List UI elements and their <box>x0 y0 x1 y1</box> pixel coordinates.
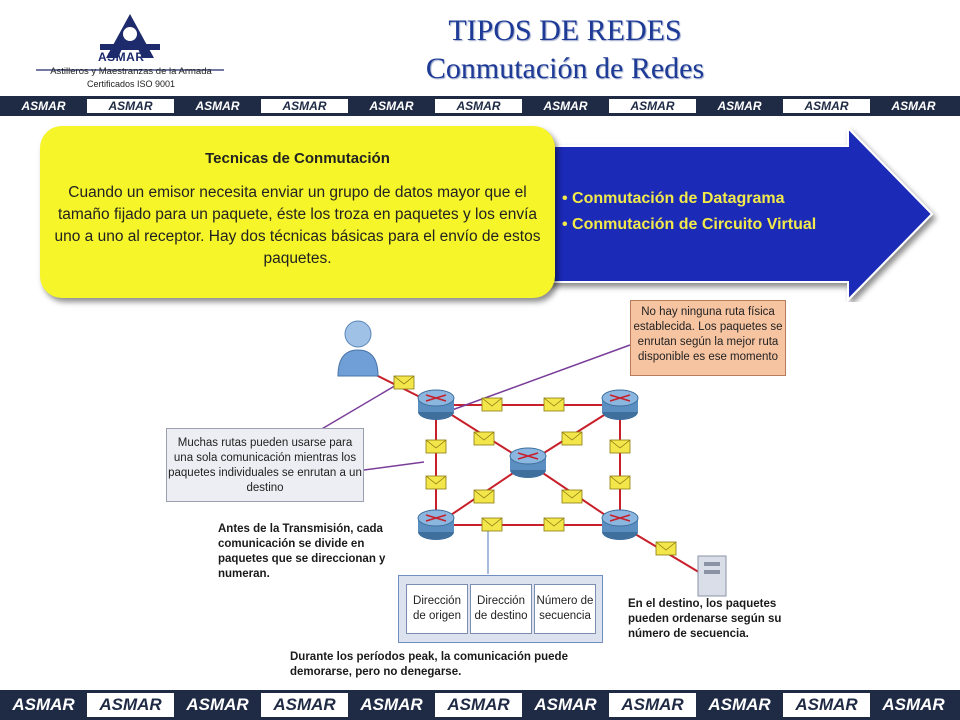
router-icon <box>417 389 455 420</box>
asmar-band-tile: ASMAR <box>609 693 696 717</box>
asmar-band-tile: ASMAR <box>435 99 522 113</box>
packet-field-sequence: Número de secuencia <box>534 584 596 634</box>
technique-item-datagrama: Conmutación de Datagrama <box>562 186 902 212</box>
router-icon <box>509 447 547 478</box>
asmar-band-tile: ASMAR <box>87 99 174 113</box>
envelope-icon <box>543 397 565 412</box>
envelope-icon <box>561 489 583 504</box>
asmar-band-tile: ASMAR <box>435 693 522 717</box>
packet-field-destination: Dirección de destino <box>470 584 532 634</box>
router-icon <box>417 509 455 540</box>
note-no-physical-route: No hay ninguna ruta física establecida. … <box>630 300 786 376</box>
logo-wordmark: ASMAR <box>98 50 145 64</box>
logo-subtitle: Astilleros y Maestranzas de la Armada <box>50 66 212 77</box>
envelope-icon <box>393 375 415 390</box>
asmar-band-tile: ASMAR <box>870 99 957 113</box>
packet-field-origin: Dirección de origen <box>406 584 468 634</box>
page-title: TIPOS DE REDES <box>448 14 682 47</box>
envelope-icon <box>473 431 495 446</box>
server-icon <box>697 555 727 597</box>
asmar-band-tile: ASMAR <box>522 99 609 113</box>
note-peak-periods: Durante los períodos peak, la comunicaci… <box>290 651 568 678</box>
callout-heading: Tecnicas de Conmutación <box>205 150 390 167</box>
asmar-band-tile: ASMAR <box>870 693 957 717</box>
envelope-icon <box>473 489 495 504</box>
technique-item-circuito-virtual: Conmutación de Circuito Virtual <box>562 212 902 238</box>
envelope-icon <box>561 431 583 446</box>
asmar-band-tile: ASMAR <box>261 693 348 717</box>
asmar-band-tile: ASMAR <box>348 693 435 717</box>
envelope-icon <box>609 439 631 454</box>
network-links <box>365 369 713 581</box>
asmar-band-tile: ASMAR <box>696 693 783 717</box>
asmar-band-tile: ASMAR <box>696 99 783 113</box>
note-at-destination: En el destino, los paquetes pueden orden… <box>628 598 782 640</box>
leader-lines <box>319 344 631 471</box>
envelope-icon <box>481 517 503 532</box>
asmar-band-tile: ASMAR <box>783 693 870 717</box>
packet-envelope-icons <box>393 375 677 556</box>
asmar-band-tile: ASMAR <box>174 99 261 113</box>
user-icon <box>337 320 379 377</box>
asmar-band-tile: ASMAR <box>348 99 435 113</box>
asmar-band-tile: ASMAR <box>261 99 348 113</box>
envelope-icon <box>609 475 631 490</box>
envelope-icon <box>425 475 447 490</box>
asmar-band-tile: ASMAR <box>522 693 609 717</box>
asmar-band-tile: ASMAR <box>783 99 870 113</box>
page-subtitle: Conmutación de Redes <box>425 52 705 85</box>
callout-body: Cuando un emisor necesita enviar un grup… <box>54 184 541 267</box>
router-icon <box>601 509 639 540</box>
callout-box <box>40 126 555 298</box>
envelope-icon <box>425 439 447 454</box>
asmar-logo <box>36 14 224 71</box>
asmar-band-tile: ASMAR <box>0 99 87 113</box>
technique-list: Conmutación de Datagrama Conmutación de … <box>562 186 902 238</box>
asmar-band-tile: ASMAR <box>87 693 174 717</box>
router-icon <box>601 389 639 420</box>
asmar-band-tile: ASMAR <box>0 693 87 717</box>
router-icons <box>417 389 639 540</box>
asmar-band-tile: ASMAR <box>609 99 696 113</box>
envelope-icon <box>481 397 503 412</box>
note-many-routes: Muchas rutas pueden usarse para una sola… <box>166 428 364 502</box>
envelope-icon <box>655 541 677 556</box>
envelope-icon <box>543 517 565 532</box>
logo-certification: Certificados ISO 9001 <box>86 79 176 89</box>
asmar-band-tile: ASMAR <box>174 693 261 717</box>
note-before-transmission: Antes de la Transmisión, cada comunicaci… <box>218 523 386 580</box>
